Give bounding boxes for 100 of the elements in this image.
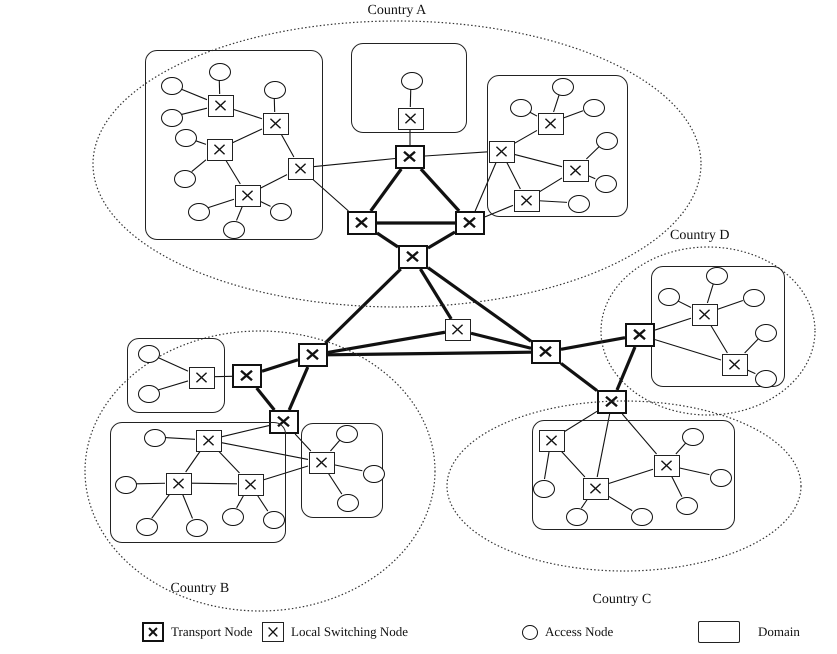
access-node <box>510 99 532 117</box>
transport-node <box>455 211 485 235</box>
link-line <box>538 200 568 203</box>
switching-node <box>196 430 222 452</box>
domain-box <box>351 43 467 133</box>
domain-box <box>651 266 785 387</box>
legend-label: Transport Node <box>171 624 252 640</box>
link-line <box>288 366 310 411</box>
transport-node <box>395 145 425 169</box>
link-line <box>312 158 396 168</box>
link-line <box>560 362 598 392</box>
link-line <box>191 159 206 172</box>
link-line <box>328 350 532 356</box>
link-line <box>324 268 402 344</box>
switching-node <box>166 473 192 495</box>
access-node <box>209 63 231 81</box>
access-node <box>595 175 617 193</box>
domain-box <box>127 338 225 413</box>
link-line <box>427 266 532 343</box>
country-region <box>84 330 436 612</box>
link-line <box>560 336 626 351</box>
link-line <box>260 200 271 207</box>
access-node <box>264 81 286 99</box>
access-node <box>336 425 358 443</box>
access-node <box>136 518 158 536</box>
switching-node <box>654 455 680 477</box>
link-line <box>262 358 298 373</box>
link-line <box>744 338 759 354</box>
access-node <box>222 508 244 526</box>
link-line <box>608 495 632 512</box>
link-line <box>553 94 560 112</box>
link-line <box>419 268 453 320</box>
link-line <box>474 162 497 212</box>
link-line <box>560 450 586 478</box>
access-node <box>568 195 590 213</box>
switching-node <box>263 113 289 135</box>
access-node <box>175 129 197 147</box>
link-line <box>410 88 412 108</box>
access-node <box>144 429 166 447</box>
legend-label: Domain <box>758 624 800 640</box>
link-line <box>256 494 268 512</box>
link-line <box>151 494 170 519</box>
transport-node <box>269 410 299 434</box>
link-line <box>710 324 728 354</box>
link-line <box>654 318 692 331</box>
transport-node <box>232 364 262 388</box>
access-node <box>337 494 359 512</box>
country-label: Country B <box>170 581 230 597</box>
link-line <box>506 162 521 190</box>
link-line <box>622 414 657 454</box>
link-line <box>164 437 196 440</box>
link-line <box>544 450 550 480</box>
access-node <box>161 77 183 95</box>
domain-box <box>145 50 323 240</box>
link-line <box>158 380 188 390</box>
link-line <box>208 198 234 208</box>
access-node <box>138 385 160 403</box>
access-node <box>566 508 588 526</box>
link-line <box>678 467 710 476</box>
link-line <box>514 130 538 144</box>
access-node <box>115 476 137 494</box>
link-line <box>191 482 237 484</box>
access-node <box>263 511 285 529</box>
domain-box <box>110 422 286 543</box>
country-region <box>446 400 802 609</box>
link-line <box>562 110 584 119</box>
access-node <box>533 480 555 498</box>
link-line <box>182 494 194 519</box>
link-line <box>580 498 588 508</box>
link-line <box>180 88 208 100</box>
link-line <box>274 98 276 112</box>
switching-node <box>489 141 515 163</box>
switching-node <box>563 160 589 182</box>
domain-box <box>301 423 383 518</box>
access-node <box>710 469 732 487</box>
access-node <box>682 428 704 446</box>
access-node <box>552 78 574 96</box>
link-line <box>376 232 399 248</box>
link-line <box>220 442 308 460</box>
domain-box <box>487 75 628 217</box>
link-line <box>484 204 514 218</box>
link-line <box>262 466 308 480</box>
switching-node <box>539 430 565 452</box>
access-node <box>743 289 765 307</box>
country-label: Country C <box>592 592 652 608</box>
access-node <box>138 345 160 363</box>
link-line <box>564 410 598 432</box>
switching-node <box>398 108 424 130</box>
switching-node <box>309 452 335 474</box>
link-line <box>236 494 244 508</box>
switching-node <box>445 319 471 341</box>
switching-node <box>207 139 233 161</box>
access-node <box>174 170 196 188</box>
access-node <box>706 267 728 285</box>
link-line <box>427 230 456 250</box>
link-line <box>671 476 682 497</box>
link-line <box>424 151 488 157</box>
link-line <box>255 387 276 411</box>
access-node <box>596 132 618 150</box>
access-node <box>161 109 183 127</box>
